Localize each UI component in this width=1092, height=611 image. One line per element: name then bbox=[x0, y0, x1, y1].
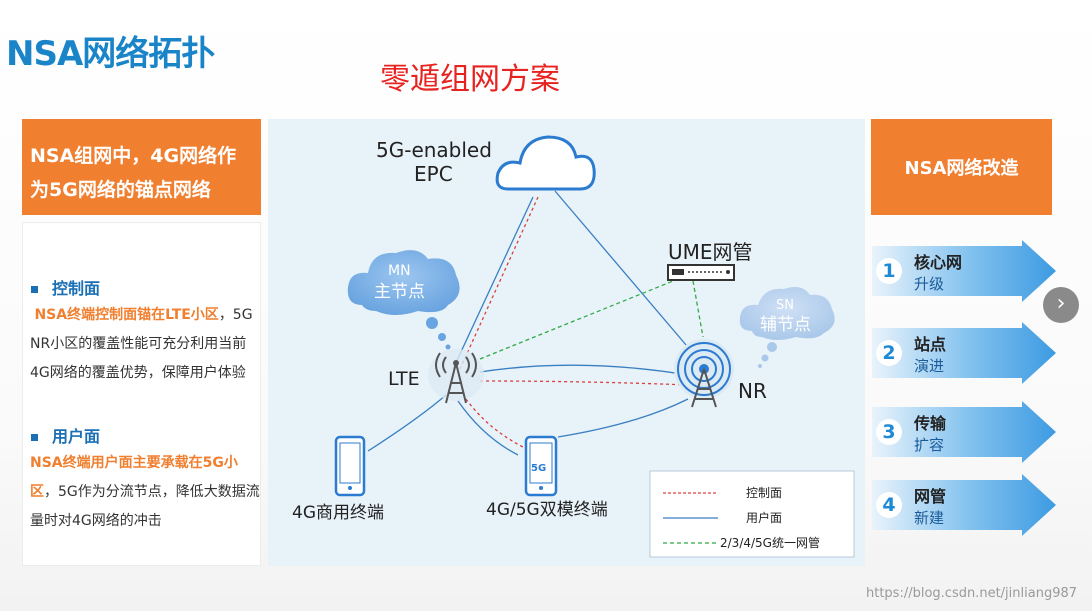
chevron-right-icon: › bbox=[1056, 291, 1066, 316]
ume-nr-mgmt-line bbox=[692, 280, 704, 338]
step-subtitle: 新建 bbox=[914, 509, 945, 527]
step-title: 站点 bbox=[914, 335, 947, 354]
legend: 控制面 用户面 2/3/4/5G统一网管 bbox=[649, 470, 855, 558]
nr-dual-terminal-user-line bbox=[557, 398, 689, 438]
user-plane-highlight: NSA终端用户面主要承载在5G小区 bbox=[30, 455, 238, 500]
control-plane-desc: ，5G NR小区的覆盖性能可充分利用当前4G网络的覆盖优势，保障用户体验 bbox=[30, 307, 253, 381]
lte-4g-terminal-user-line bbox=[367, 394, 447, 452]
page-title: NSA网络拓扑 bbox=[6, 34, 215, 74]
step-number-3: 3 bbox=[876, 419, 902, 445]
control-plane-heading: 控制面 bbox=[31, 275, 100, 299]
arrow-shape bbox=[872, 401, 1056, 463]
diagram-subtitle: 零遁组网方案 bbox=[380, 62, 560, 97]
user-plane-heading: 用户面 bbox=[31, 423, 100, 447]
phone-5g-badge: 5G bbox=[531, 463, 546, 474]
lte-dual-terminal-control-line bbox=[465, 398, 524, 448]
user-plane-text: NSA终端用户面主要承载在5G小区，5G作为分流节点，降低大数据流量时对4G网络… bbox=[30, 449, 260, 536]
sn-bubble-icon bbox=[739, 287, 835, 368]
step-number-2: 2 bbox=[876, 340, 902, 366]
lte-nr-control-line bbox=[479, 380, 689, 386]
dual-mode-phone-icon bbox=[524, 435, 558, 497]
lte-dual-terminal-user-line bbox=[457, 400, 519, 456]
lte-nr-user-line bbox=[479, 364, 689, 376]
epc-cloud-icon bbox=[495, 135, 596, 191]
legend-mgmt-label: 2/3/4/5G统一网管 bbox=[720, 535, 820, 550]
bullet-square-icon bbox=[31, 286, 38, 293]
bullet-square-icon bbox=[31, 434, 38, 441]
sn-sublabel: 辅节点 bbox=[760, 315, 811, 335]
mn-sublabel: 主节点 bbox=[374, 282, 425, 302]
lte-label: LTE bbox=[388, 368, 420, 390]
lte-tower-icon bbox=[428, 349, 484, 404]
left-header-line2: 为5G网络的锚点网络 bbox=[30, 179, 211, 201]
control-plane-highlight: NSA终端控制面锚在LTE小区 bbox=[34, 307, 219, 323]
step-title: 核心网 bbox=[914, 253, 963, 272]
step-number-1: 1 bbox=[876, 258, 902, 284]
control-plane-text: NSA终端控制面锚在LTE小区，5G NR小区的覆盖性能可充分利用当前4G网络的… bbox=[30, 301, 260, 388]
connections bbox=[367, 190, 704, 456]
right-header: NSA网络改造 bbox=[871, 119, 1052, 215]
arrow-shape bbox=[872, 240, 1056, 302]
mn-label: MN bbox=[388, 263, 411, 279]
arrow-shape bbox=[872, 474, 1056, 536]
left-header: NSA组网中，4G网络作 为5G网络的锚点网络 bbox=[22, 119, 261, 215]
left-body: 控制面 NSA终端控制面锚在LTE小区，5G NR小区的覆盖性能可充分利用当前4… bbox=[22, 222, 261, 566]
step-number-4: 4 bbox=[876, 492, 902, 518]
epc-nr-user-line bbox=[554, 190, 699, 360]
epc-label-line2: EPC bbox=[414, 162, 453, 186]
ume-lte-mgmt-line bbox=[479, 278, 679, 360]
arrow-shape bbox=[872, 322, 1056, 384]
step-title: 传输 bbox=[914, 414, 947, 433]
legend-control-label: 控制面 bbox=[746, 486, 782, 500]
epc-lte-user-line bbox=[452, 196, 534, 370]
sn-label: SN bbox=[776, 298, 794, 313]
legend-user-label: 用户面 bbox=[746, 510, 782, 525]
nr-tower-icon bbox=[674, 339, 734, 408]
4g-phone-icon bbox=[334, 435, 366, 497]
topology-diagram: 5G-enabled EPC MN 主节点 SN 辅节点 UME网管 bbox=[268, 119, 865, 566]
step-item-core-network: 1 核心网 升级 bbox=[872, 240, 1056, 302]
step-subtitle: 升级 bbox=[914, 275, 945, 293]
left-header-line1: NSA组网中，4G网络作 bbox=[30, 145, 237, 167]
step-subtitle: 演进 bbox=[914, 357, 945, 375]
step-title: 网管 bbox=[914, 487, 947, 506]
epc-lte-control-line bbox=[459, 196, 539, 370]
user-plane-desc: ，5G作为分流节点，降低大数据流量时对4G网络的冲击 bbox=[30, 484, 260, 529]
step-item-site: 2 站点 演进 bbox=[872, 322, 1056, 384]
terminal-dual-label: 4G/5G双模终端 bbox=[486, 500, 608, 520]
terminal-4g-label: 4G商用终端 bbox=[292, 503, 384, 523]
step-subtitle: 扩容 bbox=[914, 436, 945, 454]
mn-bubble-icon bbox=[347, 250, 460, 350]
epc-label-line1: 5G-enabled bbox=[376, 138, 492, 162]
ume-label: UME网管 bbox=[668, 240, 753, 264]
ume-server-icon bbox=[667, 264, 735, 281]
step-item-transport: 3 传输 扩容 bbox=[872, 401, 1056, 463]
nr-label: NR bbox=[738, 379, 767, 403]
topology-svg: 5G-enabled EPC MN 主节点 SN 辅节点 UME网管 bbox=[292, 135, 855, 558]
step-item-network-mgmt: 4 网管 新建 bbox=[872, 474, 1056, 536]
next-slide-button[interactable]: › bbox=[1043, 287, 1079, 323]
watermark: https://blog.csdn.net/jinliang987 bbox=[866, 586, 1078, 601]
